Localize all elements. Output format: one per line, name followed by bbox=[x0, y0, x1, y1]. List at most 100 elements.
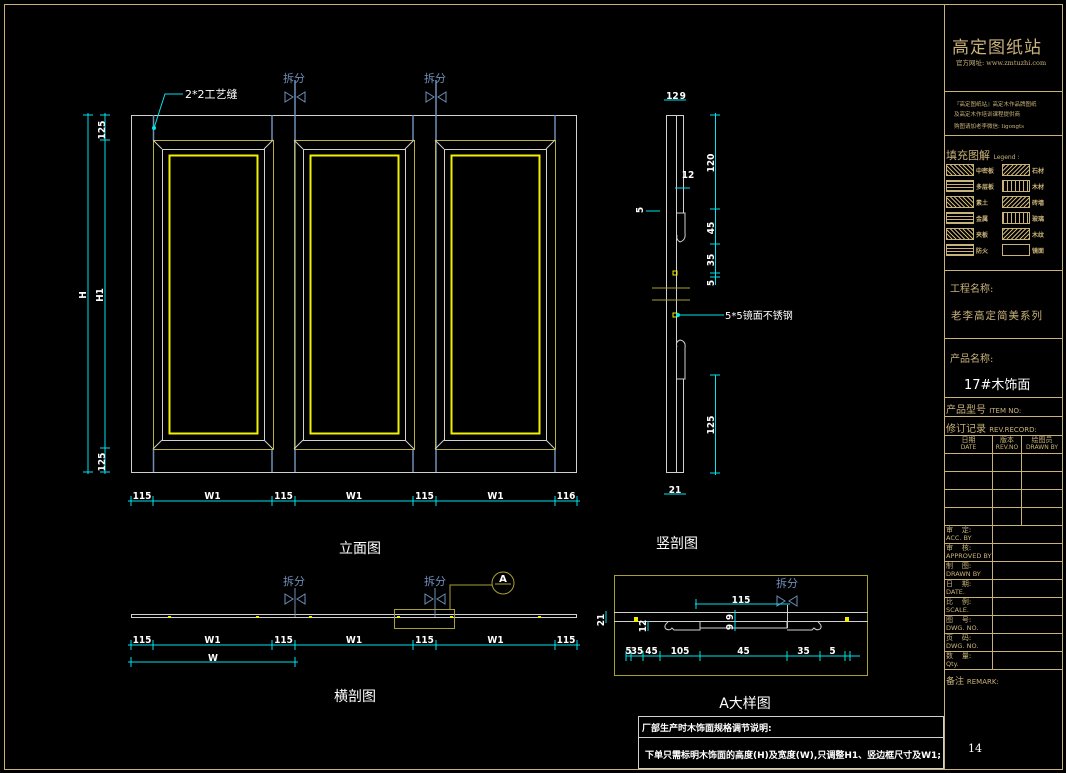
dimension-label: W1 bbox=[346, 635, 362, 646]
legend-label: 木纹 bbox=[1032, 231, 1045, 239]
svg-text:拆分: 拆分 bbox=[424, 71, 446, 85]
legend-swatch bbox=[946, 180, 974, 192]
title-block-grid bbox=[944, 91, 1062, 670]
detail-a-title: A大样图 bbox=[719, 696, 771, 712]
legend-swatch bbox=[946, 228, 974, 240]
dimension-label: 115 bbox=[133, 491, 152, 502]
dimension-label: 5 bbox=[829, 646, 835, 657]
dim-bottom-thickness: 21 bbox=[669, 485, 682, 496]
sign-row-en: SCALE. bbox=[946, 606, 969, 614]
legend-item: 中密板 bbox=[946, 164, 994, 176]
notice-line-2: 及高定木作培训课程提供商 bbox=[954, 112, 1021, 118]
legend-item: 多层板 bbox=[946, 180, 994, 192]
sign-row: 日 期:DATE. bbox=[946, 580, 992, 596]
detail-dim-side: 12 bbox=[638, 620, 649, 633]
drawing-border bbox=[4, 4, 1063, 770]
dimension-label: 115 bbox=[274, 635, 293, 646]
legend-label: 中密板 bbox=[976, 167, 995, 175]
dim-groove: 12 bbox=[682, 170, 695, 181]
notes-box: 厂部生产时木饰面规格调节说明: 下单只需标明木饰面的高度(H)及宽度(W),只调… bbox=[638, 716, 944, 769]
detail-dim-top: 115 bbox=[732, 595, 751, 606]
svg-text:拆分: 拆分 bbox=[283, 71, 305, 85]
detail-dim-center-2: 9 bbox=[725, 624, 736, 630]
sign-row: 数 量:Qty. bbox=[946, 652, 992, 668]
rev-label-en: REV.RECORD: bbox=[989, 426, 1037, 434]
dimension-label: 115 bbox=[415, 491, 434, 502]
legend-swatch bbox=[1002, 180, 1030, 192]
dimension-label: W1 bbox=[204, 491, 220, 502]
dim-45: 45 bbox=[706, 222, 717, 235]
item-no: 产品型号 ITEM NO: bbox=[946, 401, 1021, 416]
steel-label: 5*5镜面不锈钢 bbox=[725, 309, 793, 322]
svg-text:拆分: 拆分 bbox=[283, 574, 305, 588]
legend-label: 素土 bbox=[976, 199, 989, 207]
legend-swatch bbox=[1002, 244, 1030, 256]
rev-label: 修订记录 bbox=[946, 424, 986, 435]
svg-text:拆分: 拆分 bbox=[776, 576, 798, 590]
product-name: 17#木饰面 bbox=[964, 378, 1031, 393]
rev-col-cn: 日期 bbox=[961, 436, 976, 444]
groove-lines bbox=[152, 80, 556, 472]
split-marker: 拆分 bbox=[776, 576, 798, 607]
dim-120: 120 bbox=[706, 154, 717, 173]
sign-row: 比 例:SCALE. bbox=[946, 598, 992, 614]
sign-row-en: DWG. NO. bbox=[946, 642, 979, 650]
door-panel bbox=[434, 139, 556, 450]
legend-label: 石材 bbox=[1032, 167, 1045, 175]
legend-item: 夹板 bbox=[946, 228, 988, 240]
remark: 备注 REMARK: bbox=[946, 674, 999, 687]
sign-row: 制 图:DRAWN BY bbox=[946, 562, 992, 578]
detail-marker-label: A bbox=[499, 574, 507, 585]
sign-row-cn: 页 码: bbox=[946, 634, 972, 642]
sign-row-en: DWG. NO. bbox=[946, 624, 979, 632]
legend-label: 防火 bbox=[976, 247, 989, 255]
split-marker: 拆分 bbox=[283, 71, 306, 103]
sign-row-en: APPROVED BY bbox=[946, 552, 992, 560]
sign-row-cn: 图 号: bbox=[946, 616, 972, 624]
dimension-label: 35 bbox=[631, 646, 644, 657]
dim-top-rail: 125 bbox=[97, 121, 108, 140]
page-number: 14 bbox=[968, 742, 982, 755]
split-marker: 拆分 bbox=[283, 574, 306, 605]
rev-col-en: REV.NO bbox=[995, 444, 1019, 451]
legend-swatch bbox=[946, 244, 974, 256]
dimension-label: 5 bbox=[625, 646, 631, 657]
sign-row-cn: 制 图: bbox=[946, 562, 972, 570]
sign-row-en: Qty. bbox=[946, 660, 959, 668]
product-label: 产品名称: bbox=[950, 354, 994, 365]
dimension-label: 45 bbox=[737, 646, 750, 657]
legend-swatch bbox=[946, 212, 974, 224]
legend-label: 玻璃 bbox=[1032, 215, 1045, 223]
legend-item: 玻璃 bbox=[1002, 212, 1044, 224]
vertical-section-title: 竖剖图 bbox=[656, 536, 698, 552]
dim-5: 5 bbox=[706, 280, 717, 286]
sign-row: 页 码:DWG. NO. bbox=[946, 634, 992, 650]
notes-body: 下单只需标明木饰面的高度(H)及宽度(W),只调整H1、竖边框尺寸及W1; bbox=[645, 749, 941, 761]
groove-label: 2*2工艺缝 bbox=[185, 87, 238, 101]
sign-row-cn: 日 期: bbox=[946, 580, 972, 588]
sign-row-cn: 审 定: bbox=[946, 526, 972, 534]
legend-title: 填充图解 Legend : bbox=[946, 147, 1019, 163]
dimension-label: W1 bbox=[487, 491, 503, 502]
dimension-label: W1 bbox=[204, 635, 220, 646]
door-panel bbox=[152, 139, 274, 450]
door-panel bbox=[293, 139, 415, 450]
legend-swatch bbox=[1002, 228, 1030, 240]
sign-row: 审 定:ACC. BY bbox=[946, 526, 992, 542]
legend-title-en: Legend : bbox=[993, 154, 1020, 161]
dim-125: 125 bbox=[706, 416, 717, 435]
legend-item: 砖墙 bbox=[1002, 196, 1044, 208]
rev-col-en: DATE bbox=[960, 444, 977, 451]
project-name: 老李高定简美系列 bbox=[951, 310, 1043, 322]
sign-row: 图 号:DWG. NO. bbox=[946, 616, 992, 632]
legend-swatch bbox=[946, 164, 974, 176]
dimension-label: 115 bbox=[415, 635, 434, 646]
dim-h1: H1 bbox=[95, 288, 106, 302]
item-no-label: 产品型号 bbox=[946, 405, 986, 416]
legend-swatch bbox=[1002, 196, 1030, 208]
rev-col-cn: 版本 bbox=[1000, 436, 1014, 444]
